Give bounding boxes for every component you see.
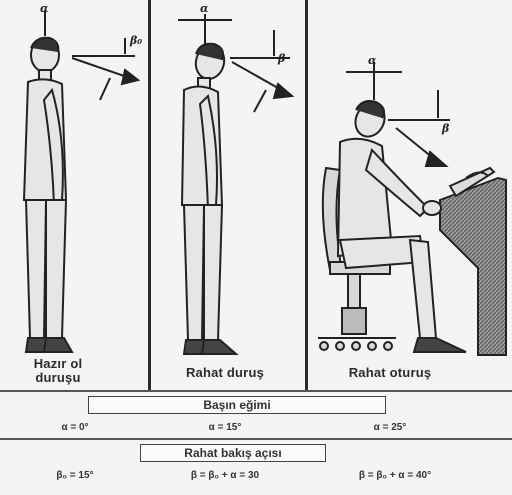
alpha-symbol-2: α (200, 2, 208, 15)
head-bend-title: Başın eğimi (88, 396, 386, 414)
relaxed-standing-figure (182, 42, 236, 354)
beta-symbol-3: β (442, 122, 449, 135)
table-rule-top (0, 390, 512, 392)
desk (440, 168, 506, 355)
gaze-value-3: β = β₀ + α = 40° (330, 470, 460, 482)
panel-divider-1 (148, 0, 151, 390)
alpha-symbol-1: α (40, 2, 48, 15)
gaze-title: Rahat bakış açısı (140, 444, 326, 462)
standing-attention-figure (24, 38, 72, 352)
panel-divider-2 (305, 0, 308, 390)
table-rule-middle (0, 438, 512, 440)
gaze-value-1: β₀ = 15° (20, 470, 130, 482)
panel-label-relaxed-sitting: Rahat oturuş (325, 366, 455, 380)
beta-zero-symbol: β₀ (130, 34, 142, 47)
beta-symbol-2: β (278, 52, 285, 65)
head-bend-value-1: α = 0° (20, 422, 130, 434)
gaze-value-2: β = β₀ + α = 30 (160, 470, 290, 482)
panel-label-attention: Hazır ol duruşu (18, 357, 98, 385)
head-bend-value-3: α = 25° (335, 422, 445, 434)
posture-illustrations (0, 0, 512, 400)
panel-label-relaxed-standing: Rahat duruş (160, 366, 290, 380)
head-bend-value-2: α = 15° (170, 422, 280, 434)
alpha-symbol-3: α (368, 54, 376, 67)
